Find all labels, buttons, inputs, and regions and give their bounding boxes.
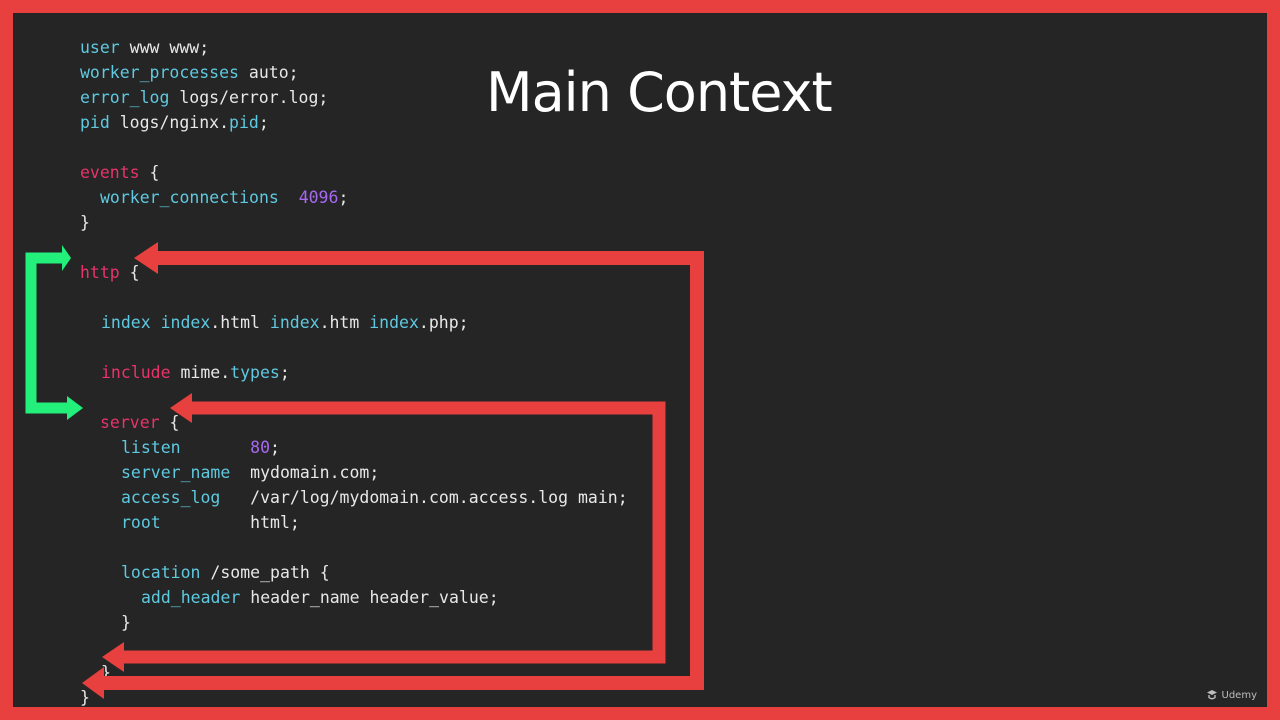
- code-line-server-name: server_name mydomain.com;: [121, 463, 380, 482]
- green-nesting-line: [25, 252, 70, 414]
- code-line-events: events {: [80, 163, 160, 182]
- red-arrowhead-server-open: [170, 393, 192, 423]
- code-line-access-log: access_log /var/log/mydomain.com.access.…: [121, 488, 628, 507]
- slide-title: Main Context: [486, 61, 833, 124]
- code-line-listen: listen 80;: [121, 438, 280, 457]
- code-line-http-close: }: [80, 688, 90, 707]
- code-line-error-log: error_log logs/error.log;: [80, 88, 329, 107]
- code-line-location: location /some_path {: [121, 563, 330, 582]
- red-arrowhead-server-close: [102, 642, 124, 672]
- code-line-location-close: }: [121, 613, 131, 632]
- code-line-user: user www www;: [80, 38, 210, 57]
- brand-name: Udemy: [1221, 689, 1257, 701]
- slide: Main Context user www www; worker_proces…: [13, 13, 1267, 707]
- nginx-config-code: user www www; worker_processes auto; err…: [80, 35, 780, 715]
- green-arrowhead-server: [67, 396, 83, 420]
- brand-watermark: Udemy: [1206, 689, 1257, 701]
- red-server-bracket-line: [120, 401, 666, 664]
- code-line-server-close: }: [101, 663, 111, 682]
- green-arrowhead-http: [62, 245, 71, 271]
- code-line-pid: pid logs/nginx.pid;: [80, 113, 269, 132]
- code-line-root: root html;: [121, 513, 300, 532]
- red-http-bracket-line: [100, 251, 704, 690]
- code-line-worker-connections: worker_connections 4096;: [100, 188, 349, 207]
- red-arrowhead-http-open: [134, 242, 158, 274]
- code-line-server: server {: [100, 413, 180, 432]
- code-line-http: http {: [80, 263, 140, 282]
- code-line-add-header: add_header header_name header_value;: [141, 588, 499, 607]
- code-line-include: include mime.types;: [101, 363, 290, 382]
- code-line-index: index index.html index.htm index.php;: [101, 313, 469, 332]
- code-line-worker-processes: worker_processes auto;: [80, 63, 299, 82]
- code-line-events-close: }: [80, 213, 90, 232]
- red-arrowhead-http-close: [82, 667, 104, 699]
- udemy-logo-icon: [1206, 690, 1217, 700]
